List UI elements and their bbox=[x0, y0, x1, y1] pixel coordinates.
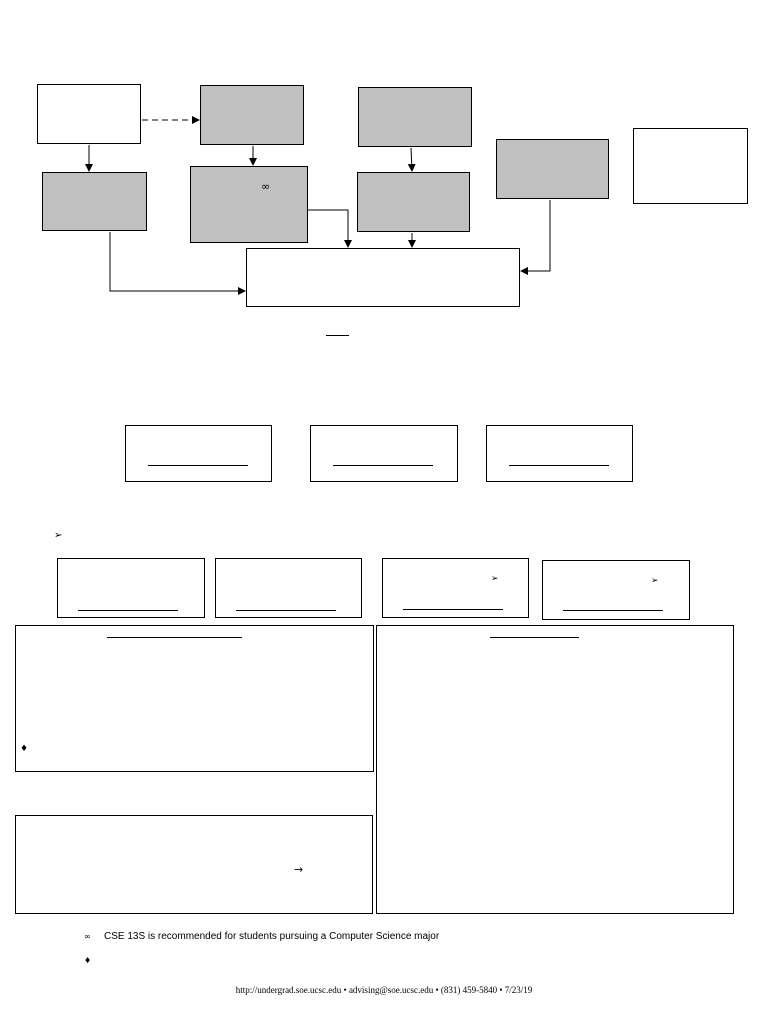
option-box-2 bbox=[310, 425, 458, 482]
bullet-marker: ➢ bbox=[54, 530, 63, 541]
elective-box-4-rule bbox=[563, 610, 663, 611]
flow-box-start bbox=[37, 84, 141, 144]
recommended-marker: ∞ bbox=[261, 180, 271, 193]
footnote-2: ♦ bbox=[84, 955, 104, 966]
option-box-2-rule bbox=[333, 465, 433, 466]
left-panel-arrow-marker: → bbox=[294, 863, 304, 876]
elective-box-1-rule bbox=[78, 610, 178, 611]
footnote-1-text: CSE 13S is recommended for students purs… bbox=[104, 931, 440, 942]
right-panel-heading-rule bbox=[490, 637, 579, 638]
flow-box-prereq-a bbox=[200, 85, 304, 145]
footnote-2-marker: ♦ bbox=[84, 956, 92, 965]
page-footer: http://undergrad.soe.ucsc.edu • advising… bbox=[235, 985, 533, 995]
flow-box-course-1 bbox=[42, 172, 147, 231]
elective-box-3-rule bbox=[403, 609, 503, 610]
elective-box-3: ➢ bbox=[382, 558, 529, 618]
option-box-3-rule bbox=[509, 465, 609, 466]
flow-box-target bbox=[246, 248, 520, 307]
arrow-course-1-to-target bbox=[109, 232, 246, 295]
flow-box-course-3 bbox=[357, 172, 470, 232]
elective-box-4-bullet: ➢ bbox=[651, 576, 659, 586]
footnote-1: ∞ CSE 13S is recommended for students pur… bbox=[84, 931, 439, 942]
flow-box-side-note bbox=[633, 128, 748, 204]
short-rule bbox=[326, 335, 349, 336]
flow-box-course-4 bbox=[496, 139, 609, 199]
footnote-1-marker: ∞ bbox=[84, 932, 91, 941]
arrow-course-4-to-target bbox=[520, 200, 551, 275]
flow-box-prereq-b bbox=[358, 87, 472, 147]
flow-box-course-2: ∞ bbox=[190, 166, 308, 243]
elective-box-1 bbox=[57, 558, 205, 618]
left-panel-top: ♦ bbox=[15, 625, 374, 772]
arrow-prereq-b-to-course-3 bbox=[407, 147, 416, 172]
arrow-course-2-to-target bbox=[308, 209, 352, 248]
option-box-3 bbox=[486, 425, 633, 482]
elective-box-2-rule bbox=[236, 610, 336, 611]
elective-box-3-bullet: ➢ bbox=[491, 574, 499, 584]
option-box-1-rule bbox=[148, 465, 248, 466]
option-box-1 bbox=[125, 425, 272, 482]
elective-box-2 bbox=[215, 558, 362, 618]
left-panel-bottom: → bbox=[15, 815, 373, 914]
left-panel-note-marker: ♦ bbox=[20, 744, 29, 754]
left-panel-top-heading-rule bbox=[107, 637, 242, 638]
elective-box-4: ➢ bbox=[542, 560, 690, 620]
right-panel bbox=[376, 625, 734, 914]
